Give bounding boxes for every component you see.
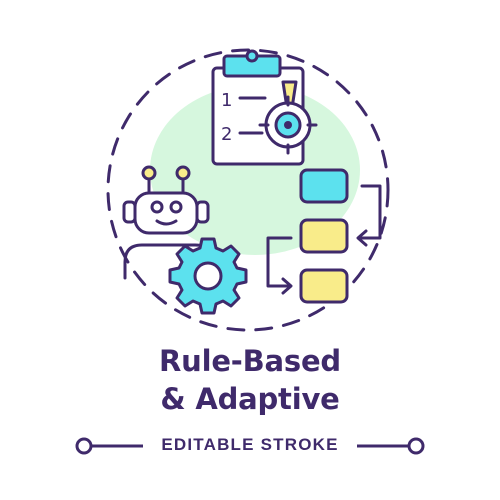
title-line-1: Rule-Based [159,344,341,378]
page-title: Rule-Based & Adaptive [0,342,500,418]
rule-based-adaptive-illustration: 1 2 [106,48,390,332]
dashed-circle [106,48,390,332]
title-line-2: & Adaptive [160,382,340,416]
footer-label: EDITABLE STROKE [161,435,339,454]
clipboard-item-1: 1 [221,90,232,111]
gear-icon [168,237,248,315]
flow-blocks-icon [266,168,382,304]
target-icon [258,95,318,155]
footer-divider [75,437,425,455]
clipboard-item-2: 2 [221,124,232,145]
footer-right-node [407,437,425,455]
robot-icon [122,165,214,280]
